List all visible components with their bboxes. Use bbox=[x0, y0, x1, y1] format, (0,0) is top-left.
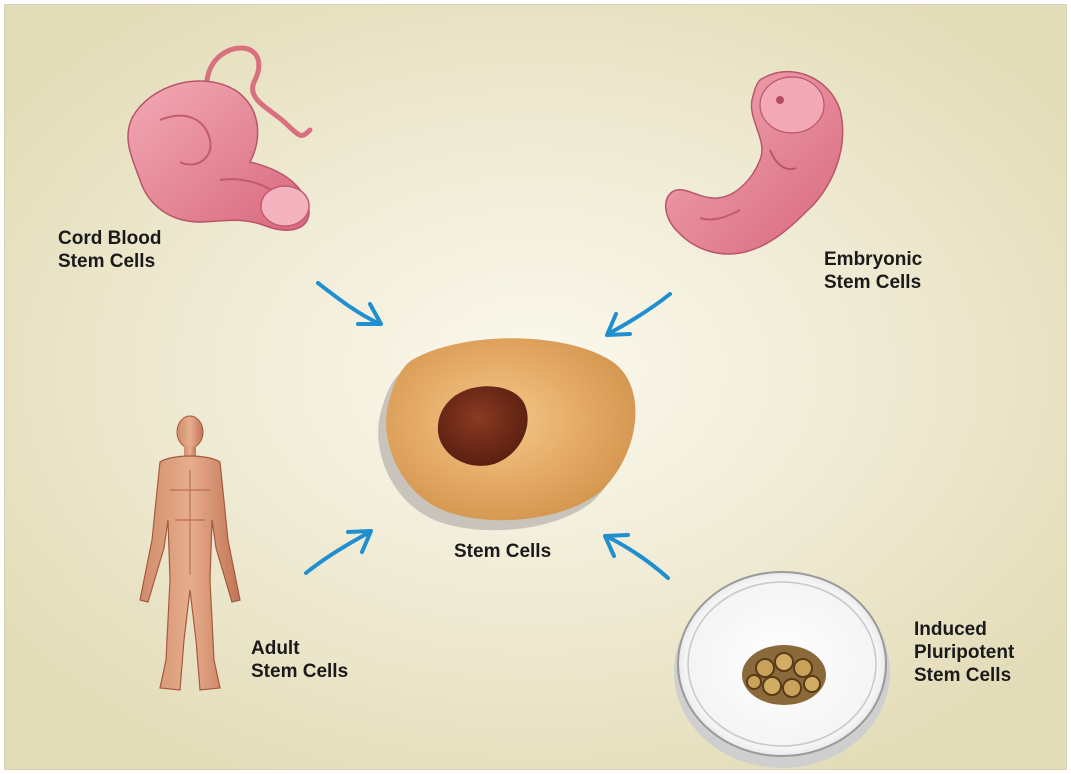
embryonic-label: Embryonic Stem Cells bbox=[824, 248, 922, 294]
stem-cell-icon bbox=[378, 338, 635, 530]
arrow-ipsc-to-stem-cell bbox=[605, 535, 668, 578]
cell-colony-icon bbox=[742, 645, 826, 705]
ipsc-label-line1: Induced bbox=[914, 618, 1014, 641]
ipsc-label: Induced Pluripotent Stem Cells bbox=[914, 618, 1014, 687]
embryo-icon bbox=[666, 72, 843, 254]
arrow-cord-blood-to-stem-cell bbox=[318, 283, 381, 324]
embryonic-label-line2: Stem Cells bbox=[824, 271, 922, 294]
ipsc-label-line2: Pluripotent bbox=[914, 641, 1014, 664]
cord-blood-label: Cord Blood Stem Cells bbox=[58, 227, 161, 273]
fetus-with-umbilical-cord-icon bbox=[128, 48, 310, 230]
petri-dish-icon bbox=[674, 572, 890, 768]
arrow-adult-to-stem-cell bbox=[306, 531, 371, 573]
arrow-embryonic-to-stem-cell bbox=[607, 294, 670, 335]
embryonic-label-line1: Embryonic bbox=[824, 248, 922, 271]
adult-label-line2: Stem Cells bbox=[251, 660, 348, 683]
adult-label: Adult Stem Cells bbox=[251, 637, 348, 683]
center-label: Stem Cells bbox=[454, 540, 551, 563]
cord-blood-label-line2: Stem Cells bbox=[58, 250, 161, 273]
cord-blood-label-line1: Cord Blood bbox=[58, 227, 161, 250]
adult-label-line1: Adult bbox=[251, 637, 348, 660]
human-body-icon bbox=[140, 416, 240, 690]
ipsc-label-line3: Stem Cells bbox=[914, 664, 1014, 687]
